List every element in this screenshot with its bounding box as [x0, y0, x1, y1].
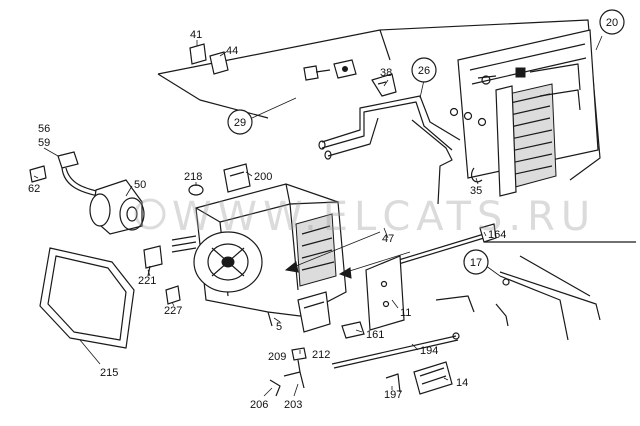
callout-20[interactable]: 20: [599, 9, 625, 35]
part-label-41[interactable]: 41: [190, 29, 202, 41]
part-label-221[interactable]: 221: [138, 275, 156, 287]
watermark-text: WWW.ELCATS.RU: [172, 194, 596, 240]
callout-20-label: 20: [606, 17, 618, 29]
part-label-35[interactable]: 35: [470, 185, 482, 197]
part-label-212[interactable]: 212: [312, 349, 330, 361]
bowden-cable: [391, 223, 497, 267]
part-label-56[interactable]: 56: [38, 123, 50, 135]
part-label-161[interactable]: 161: [366, 329, 384, 341]
part-label-44[interactable]: 44: [226, 45, 238, 57]
callout-26-label: 26: [418, 65, 430, 77]
part-label-200[interactable]: 200: [254, 171, 272, 183]
part-label-11[interactable]: 11: [400, 307, 411, 319]
misc-clips: [143, 184, 204, 305]
callout-26[interactable]: 26: [411, 57, 437, 83]
linkage-rods: [435, 241, 636, 341]
part-label-227[interactable]: 227: [164, 305, 182, 317]
part-label-38[interactable]: 38: [380, 67, 392, 79]
gasket-seal: [39, 247, 135, 349]
part-label-215[interactable]: 215: [100, 367, 118, 379]
part-label-209[interactable]: 209: [268, 351, 286, 363]
part-label-197[interactable]: 197: [384, 389, 402, 401]
part-label-5[interactable]: 5: [276, 321, 282, 333]
callout-17-label: 17: [470, 257, 482, 269]
part-label-62[interactable]: 62: [28, 183, 40, 195]
part-label-203[interactable]: 203: [284, 399, 302, 411]
callout-29[interactable]: 29: [227, 109, 253, 135]
small-fittings: [189, 43, 487, 183]
part-label-218[interactable]: 218: [184, 171, 202, 183]
part-label-164[interactable]: 164: [488, 229, 506, 241]
part-label-194[interactable]: 194: [420, 345, 438, 357]
part-label-47[interactable]: 47: [382, 233, 394, 245]
part-label-206[interactable]: 206: [250, 399, 268, 411]
part-label-14[interactable]: 14: [456, 377, 468, 389]
callout-17[interactable]: 17: [463, 249, 489, 275]
heater-housing: [171, 163, 347, 333]
coolant-pipes: [318, 95, 461, 205]
motor-wiring: [29, 151, 101, 197]
watermark: WWW.ELCATS.RU: [134, 194, 596, 240]
lower-parts: [269, 321, 460, 397]
heater-core-group: [457, 29, 599, 197]
flap-plate: [365, 255, 405, 331]
assembly-arrows: [284, 231, 411, 279]
part-label-50[interactable]: 50: [134, 179, 146, 191]
blower-motor: [89, 179, 145, 235]
part-labels: 41 44 38 35 56 59 62 50 218 200 47 164 2…: [28, 29, 506, 411]
callout-29-label: 29: [234, 117, 246, 129]
part-label-59[interactable]: 59: [38, 137, 50, 149]
